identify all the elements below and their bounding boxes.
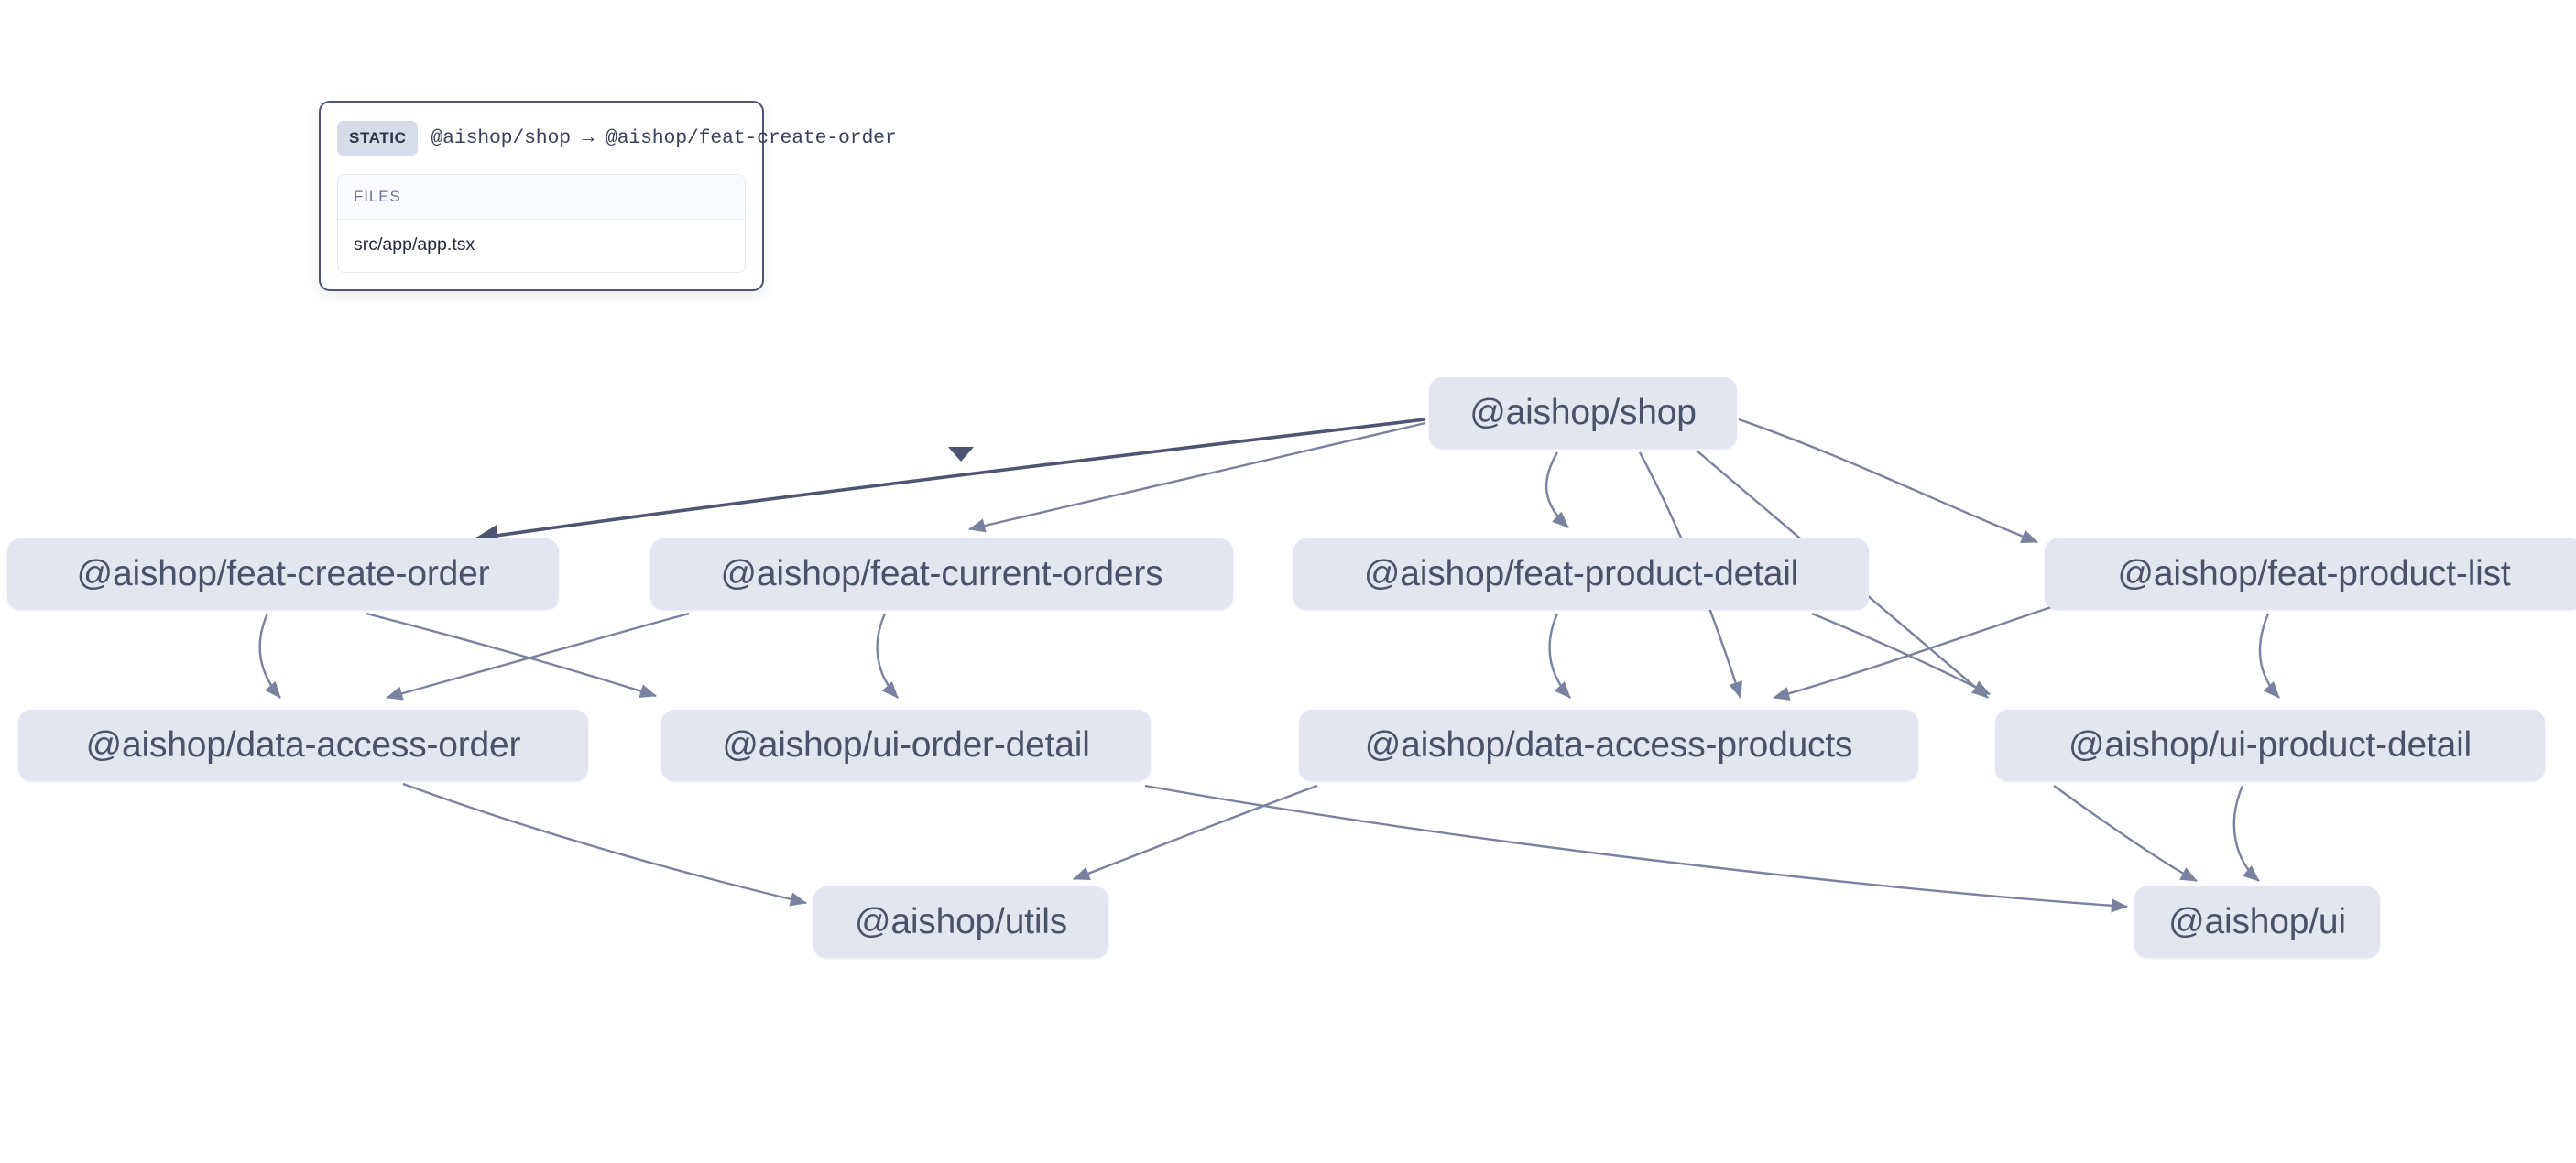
edge-data-access-products-to-utils (1073, 784, 1318, 881)
edge-ui-product-detail-to-ui (2053, 785, 2198, 883)
static-badge: STATIC (337, 121, 419, 156)
edge-ui-order-detail-to-ui (1144, 784, 2128, 913)
edge-feat-product-list-to-ui-product-detail (2258, 613, 2280, 699)
tooltip-title: @aishop/shop → @aishop/feat-create-order (431, 127, 897, 149)
node-label: @aishop/feat-product-list (2117, 554, 2511, 593)
edge-data-access-order-to-utils (402, 782, 807, 907)
node-aishop-feat-create-order[interactable]: @aishop/feat-create-order (7, 538, 559, 610)
node-aishop-data-access-products[interactable]: @aishop/data-access-products (1299, 710, 1918, 781)
node-label: @aishop/shop (1469, 393, 1697, 432)
edge-feat-current-orders-to-data-access-order (386, 612, 690, 701)
node-aishop-feat-current-orders[interactable]: @aishop/feat-current-orders (650, 538, 1233, 610)
node-label: @aishop/feat-current-orders (720, 554, 1163, 593)
edge-shop-to-feat-product-list (1738, 418, 2038, 544)
edge-feat-create-order-to-data-access-order (258, 613, 281, 699)
edge-feat-current-orders-to-ui-order-detail (876, 613, 899, 699)
edge-shop-to-feat-product-detail (1545, 451, 1569, 528)
edge-details-tooltip: STATIC @aishop/shop → @aishop/feat-creat… (319, 101, 897, 291)
edge-feat-product-detail-to-ui-product-detail (1811, 612, 1991, 696)
node-aishop-ui-product-detail[interactable]: @aishop/ui-product-detail (1995, 710, 2545, 781)
node-label: @aishop/utils (854, 902, 1068, 941)
node-aishop-shop[interactable]: @aishop/shop (1429, 377, 1737, 449)
edge-feat-create-order-to-ui-order-detail (366, 612, 657, 699)
node-aishop-feat-product-list[interactable]: @aishop/feat-product-list (2045, 538, 2576, 610)
node-label: @aishop/ui-order-detail (722, 725, 1090, 765)
file-list-item[interactable]: src/app/app.tsx (338, 220, 745, 272)
edge-shop-to-feat-create-order-highlighted (474, 418, 1426, 547)
edge-ui-product-detail-to-ui-alt (2232, 785, 2260, 882)
edge-feat-product-list-to-data-access-products (1773, 604, 2055, 701)
edge-highlight-direction-marker (948, 447, 974, 462)
node-label: @aishop/ui (2168, 902, 2346, 941)
files-panel: FILES src/app/app.tsx (337, 174, 746, 273)
node-label: @aishop/ui-product-detail (2068, 725, 2472, 765)
node-aishop-feat-product-detail[interactable]: @aishop/feat-product-detail (1293, 538, 1869, 610)
files-section-label: FILES (338, 175, 745, 220)
node-aishop-data-access-order[interactable]: @aishop/data-access-order (18, 710, 588, 781)
node-label: @aishop/data-access-products (1364, 725, 1853, 765)
node-label: @aishop/feat-create-order (76, 554, 490, 593)
node-aishop-utils[interactable]: @aishop/utils (813, 886, 1108, 958)
node-aishop-ui-order-detail[interactable]: @aishop/ui-order-detail (661, 710, 1151, 781)
node-label: @aishop/data-access-order (85, 725, 521, 765)
tooltip-header: STATIC @aishop/shop → @aishop/feat-creat… (337, 117, 897, 158)
edge-shop-to-feat-current-orders (968, 421, 1426, 533)
edge-feat-product-detail-to-data-access-products (1548, 613, 1571, 699)
node-label: @aishop/feat-product-detail (1363, 554, 1799, 593)
node-aishop-ui[interactable]: @aishop/ui (2134, 886, 2380, 958)
